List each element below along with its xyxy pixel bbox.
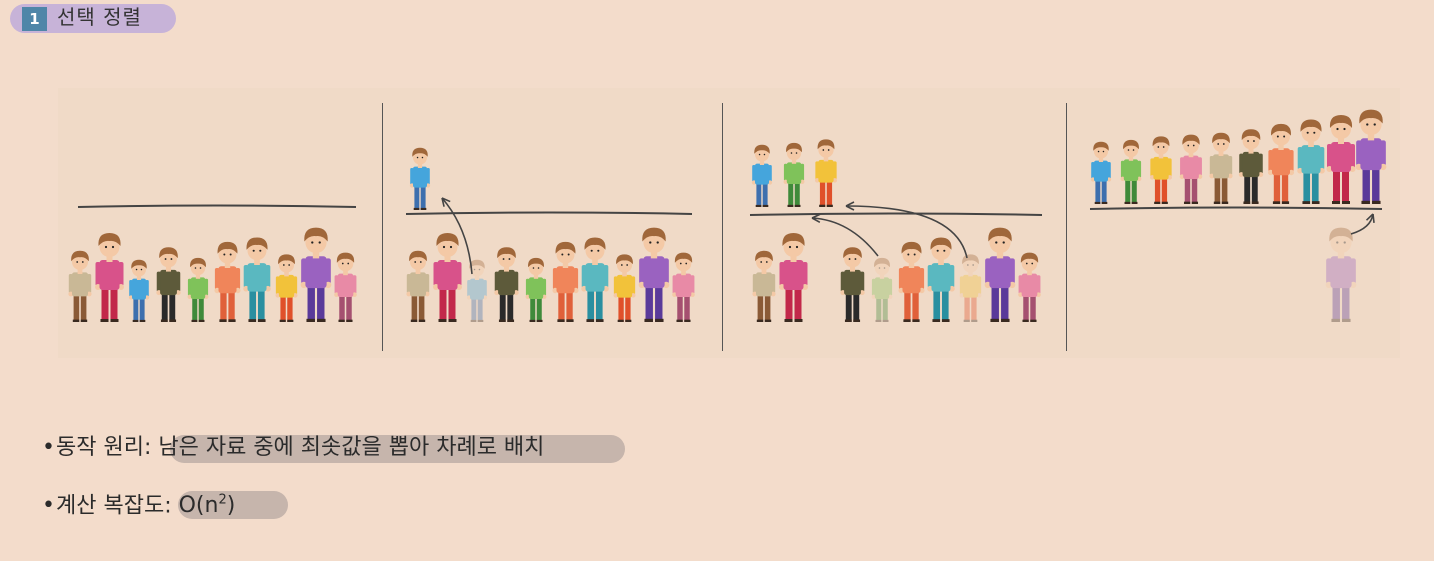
person-figure: [552, 241, 579, 322]
complexity-label: 계산 복잡도:: [56, 493, 172, 519]
arrow-head: [1365, 213, 1375, 223]
person-figure: [672, 252, 695, 322]
person-figure: [214, 241, 241, 322]
person-figure: [779, 233, 808, 322]
person-figure: [1179, 134, 1203, 204]
move-arrow: [845, 205, 968, 259]
person-figure: [814, 139, 838, 207]
sorted-baseline: [749, 212, 1043, 216]
move-arrow: [441, 197, 473, 275]
person-figure: [638, 227, 670, 322]
person-figure: [433, 233, 462, 322]
bullet-complexity: • 계산 복잡도: O(n2): [42, 486, 235, 521]
principle-label: 동작 원리:: [56, 435, 152, 460]
panel-sorted: [1068, 88, 1400, 358]
person-figure: [927, 237, 955, 322]
person-figure: [1238, 129, 1264, 204]
sorted-baseline: [1089, 206, 1383, 210]
person-figure: [1018, 252, 1041, 322]
right-edge: [1434, 0, 1440, 561]
person-figure: [1355, 109, 1387, 204]
person-figure: [871, 257, 893, 322]
arrow-head: [845, 201, 855, 211]
section-number: 1: [22, 7, 47, 31]
person-figure: [1326, 115, 1356, 204]
people-sorted-icon: [1089, 109, 1387, 322]
move-arrow: [811, 217, 879, 257]
person-figure: [156, 247, 181, 322]
person-figure: [334, 252, 357, 322]
bullet-principle: • 동작 원리: 남은 자료 중에 최솟값을 뽑아 차례로 배치: [42, 433, 544, 463]
arrow-head: [811, 213, 821, 223]
panel-divider: [722, 103, 723, 351]
complexity-value: O(n2): [178, 493, 236, 519]
person-figure: [406, 250, 430, 322]
person-figure: [95, 233, 124, 322]
person-figure: [613, 254, 636, 322]
arrow-head: [441, 197, 451, 207]
people-first-selected-icon: [405, 147, 695, 322]
sorted-baseline: [77, 204, 357, 208]
person-figure: [898, 241, 925, 322]
person-figure: [1090, 141, 1112, 204]
selection-sort-illustration: [58, 88, 1400, 358]
bullet-dot: •: [42, 435, 55, 460]
person-figure: [1120, 139, 1142, 204]
panel-third-pick: [724, 88, 1066, 358]
principle-highlight: [170, 435, 625, 463]
person-figure: [1297, 119, 1325, 204]
bullet-dot: •: [42, 493, 55, 519]
person-figure: [840, 247, 865, 322]
panel-unsorted: [58, 88, 380, 358]
person-figure: [466, 259, 488, 322]
complexity-highlight: [178, 491, 288, 519]
person-figure: [275, 254, 298, 322]
person-figure: [243, 237, 271, 322]
person-figure: [1325, 227, 1357, 322]
person-figure: [187, 257, 209, 322]
person-figure: [751, 144, 773, 207]
person-figure: [494, 247, 519, 322]
section-title: 선택 정렬: [57, 5, 142, 29]
person-figure: [752, 250, 776, 322]
person-figure: [525, 257, 547, 322]
person-figure: [300, 227, 332, 322]
person-figure: [1267, 123, 1295, 204]
principle-text: 남은 자료 중에 최솟값을 뽑아 차례로 배치: [158, 435, 545, 460]
person-figure: [581, 237, 609, 322]
person-figure: [128, 259, 150, 322]
person-figure: [68, 250, 92, 322]
panel-divider: [382, 103, 383, 351]
person-figure: [1209, 132, 1233, 204]
person-figure: [783, 142, 805, 207]
person-figure: [409, 147, 431, 210]
panel-first-pick: [384, 88, 722, 358]
people-unsorted-icon: [68, 204, 357, 322]
person-figure: [1149, 136, 1173, 204]
sorted-baseline: [405, 211, 693, 215]
person-figure: [984, 227, 1016, 322]
people-three-selected-icon: [749, 139, 1043, 322]
person-figure: [959, 254, 982, 322]
panel-divider: [1066, 103, 1067, 351]
